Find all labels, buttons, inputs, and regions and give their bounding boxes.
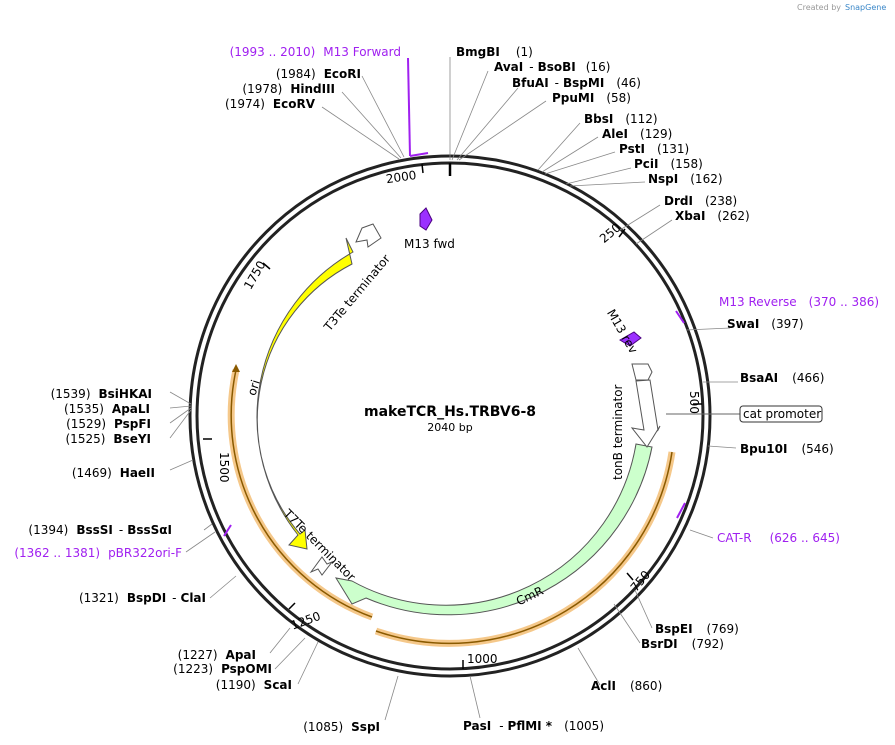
primer-labels: (1993 .. 2010)M13 Forward M13 Reverse(37…: [14, 45, 879, 560]
tick-marks: [203, 163, 702, 669]
enzyme-label-bmgbi: BmgBI(1): [456, 45, 533, 59]
plasmid-name: makeTCR_Hs.TRBV6-8: [364, 404, 536, 420]
highlight-band-ori-core: [230, 369, 373, 618]
enzyme-label-bpu10i: Bpu10I(546): [740, 442, 834, 456]
enzyme-label-bseyi: (1525)BseYI: [66, 432, 152, 446]
enzyme-label-ecorv: (1974)EcoRV: [225, 97, 316, 111]
enzyme-label-ecori: (1984)EcoRI: [276, 67, 361, 81]
enzyme-label-bspdi: (1321)BspDI-ClaI: [79, 591, 206, 605]
tonb-terminator-label: tonB terminator: [611, 384, 625, 480]
enzyme-label-swai: SwaI(397): [727, 317, 804, 331]
m13-rev-label: M13 rev: [604, 307, 640, 356]
m13-rev-feature[interactable]: [619, 331, 642, 347]
tick-label-1750: 1750: [241, 258, 268, 291]
t7te-terminator-arrow[interactable]: [309, 556, 334, 576]
enzyme-label-xbai: XbaI(262): [675, 209, 750, 223]
enzyme-labels-left: (1984)EcoRI (1978)HindIII (1974)EcoRV (1…: [28, 67, 380, 734]
snapgene-brand: SnapGene: [845, 3, 886, 12]
tick-label-2000: 2000: [385, 168, 417, 186]
enzyme-label-bsssi: (1394)BssSI-BssSαI: [28, 523, 172, 537]
m13-fwd-label: M13 fwd: [404, 237, 455, 251]
enzyme-label-bbsi: BbsI(112): [584, 112, 658, 126]
tonb-small-arrow: [631, 363, 653, 381]
t3te-terminator-label: T3Te terminator: [320, 252, 393, 335]
enzyme-labels-right: BmgBI(1) AvaI-BsoBI(16) BfuAI-BspMI(46) …: [456, 45, 834, 733]
enzyme-label-avai: AvaI-BsoBI(16): [494, 60, 610, 74]
m13-fwd-feature[interactable]: [419, 207, 433, 231]
tick-label-500: 500: [687, 391, 701, 414]
enzyme-label-pspfi: (1529)PspFI: [66, 417, 151, 431]
tick-label-1000: 1000: [467, 652, 498, 666]
cmr-feature[interactable]: [334, 443, 653, 616]
primer-label-pbr322ori-f: (1362 .. 1381)pBR322ori-F: [14, 546, 182, 560]
enzyme-label-bsaai: BsaAI(466): [740, 371, 824, 385]
cat-promoter-box[interactable]: [739, 405, 823, 423]
ori-feature[interactable]: [256, 237, 354, 550]
enzyme-label-psti: PstI(131): [619, 142, 689, 156]
primer-label-m13-forward: (1993 .. 2010)M13 Forward: [230, 45, 401, 59]
enzyme-label-hindiii: (1978)HindIII: [242, 82, 335, 96]
cat-promoter-label: cat promoter: [743, 407, 821, 421]
cmr-label: CmR: [514, 584, 546, 609]
primer-label-cat-r: CAT-R(626 .. 645): [717, 531, 840, 545]
enzyme-label-bsihkai: (1539)BsiHKAI: [51, 387, 152, 401]
pbr322-leader-line: [185, 531, 216, 553]
enzyme-label-haeii: (1469)HaeII: [72, 466, 155, 480]
enzyme-label-sspi: (1085)SspI: [303, 720, 380, 734]
credit-text: Created by: [797, 3, 841, 12]
enzyme-label-drdi: DrdI(238): [664, 194, 737, 208]
enzyme-label-pasi: PasI-PflMI *(1005): [463, 719, 604, 733]
primer-label-m13-reverse: M13 Reverse(370 .. 386): [719, 295, 879, 309]
enzyme-label-pcii: PciI(158): [634, 157, 703, 171]
tick-label-1500: 1500: [217, 452, 231, 483]
enzyme-label-ppumi: PpuMI(58): [552, 91, 631, 105]
enzyme-label-bsrdi: BsrDI(792): [641, 637, 724, 651]
t3te-terminator-arrow[interactable]: [355, 223, 382, 248]
enzyme-label-apali: (1535)ApaLI: [64, 402, 150, 416]
highlight-band-cmr-core: [375, 451, 673, 645]
enzyme-label-bfuai: BfuAI-BspMI(46): [512, 76, 641, 90]
enzyme-label-apai: (1227)ApaI: [178, 648, 256, 662]
tick-label-1250: 1250: [289, 609, 322, 633]
cat-r-leader-line: [689, 529, 714, 539]
enzyme-lines-left: [169, 75, 405, 721]
primer-marks: [223, 57, 686, 537]
tick-label-250: 250: [597, 220, 624, 245]
enzyme-label-scai: (1190)ScaI: [216, 678, 292, 692]
enzyme-label-nspi: NspI(162): [648, 172, 723, 186]
enzyme-label-acli: AclI(860): [591, 679, 662, 693]
tonb-terminator-arrow[interactable]: [630, 379, 661, 448]
highlight-arrow-head: [232, 364, 240, 372]
enzyme-label-bspei: BspEI(769): [655, 622, 739, 636]
ori-label: ori: [245, 378, 263, 397]
plasmid-length: 2040 bp: [427, 421, 472, 434]
enzyme-lines-right: [449, 57, 738, 719]
enzyme-label-alei: AleI(129): [602, 127, 672, 141]
enzyme-label-pspomi: (1223)PspOMI: [173, 662, 272, 676]
